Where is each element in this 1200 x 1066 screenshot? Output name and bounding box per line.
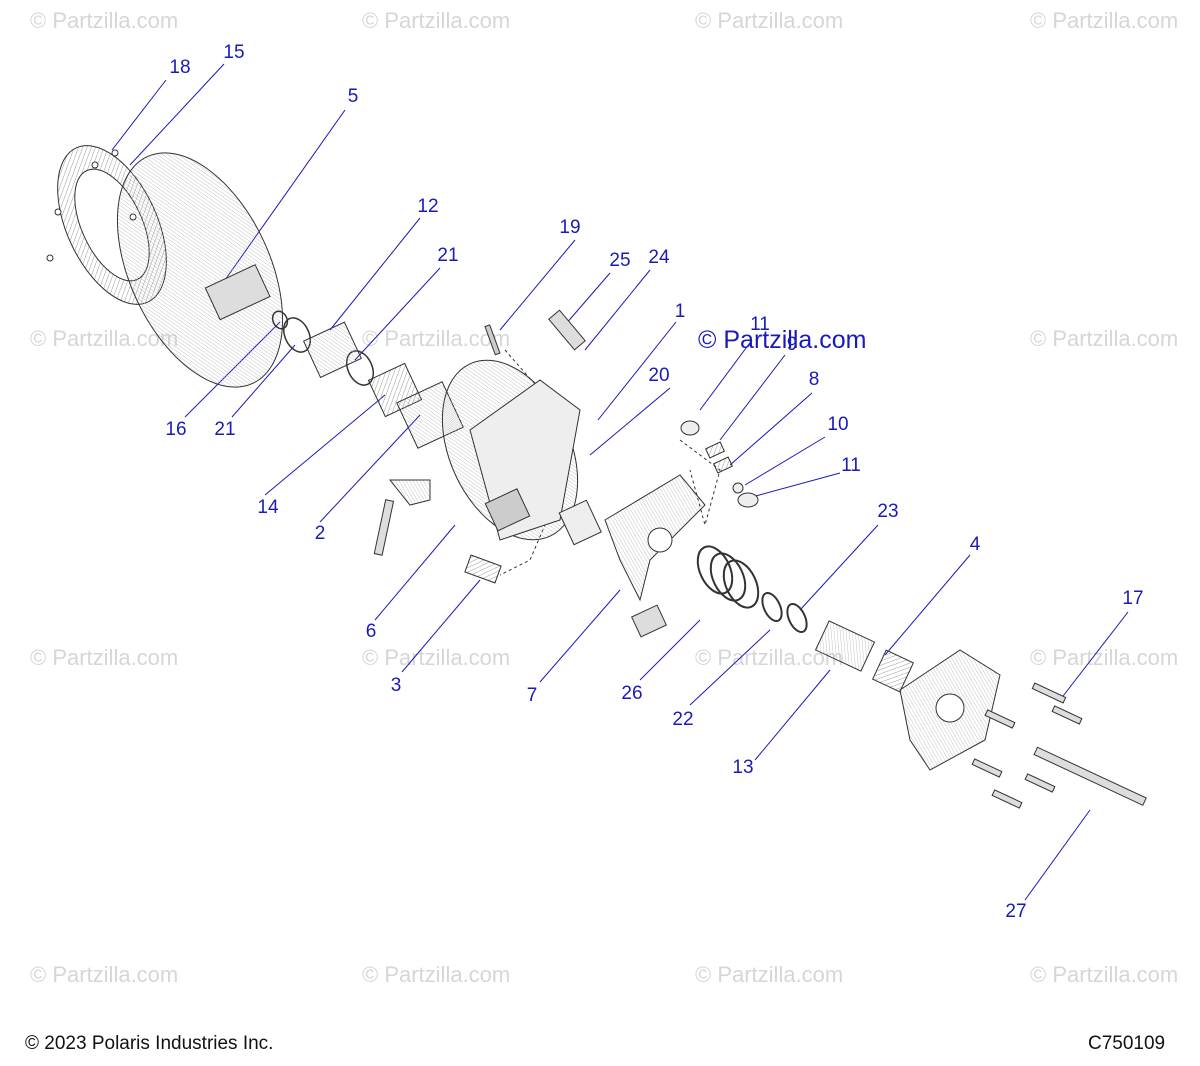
callout-20: 20 [648, 365, 670, 386]
callout-18: 18 [169, 57, 191, 78]
watermark-text: © Partzilla.com [362, 962, 511, 987]
callout-4: 4 [969, 534, 981, 555]
spider-plate [899, 649, 1001, 771]
spring [696, 545, 760, 609]
footer-copyright: © 2023 Polaris Industries Inc. [25, 1033, 274, 1054]
callout-25: 25 [609, 250, 631, 271]
callout-22: 22 [672, 709, 694, 730]
sheave-assembly [46, 145, 284, 388]
callout-16: 16 [165, 419, 187, 440]
shaft-and-bushing [814, 620, 915, 693]
watermark-text: © Partzilla.com [1030, 962, 1179, 987]
watermark-center: © Partzilla.com [698, 326, 867, 354]
watermark-text: © Partzilla.com [30, 8, 179, 33]
callout-21: 21 [437, 245, 459, 266]
washers [761, 591, 808, 634]
callout-1: 1 [674, 301, 686, 322]
callout-13: 13 [732, 757, 754, 778]
callout-7: 7 [526, 685, 538, 706]
callout-15: 15 [223, 42, 245, 63]
callout-5: 5 [347, 86, 359, 107]
callout-10: 10 [827, 414, 849, 435]
callout-19: 19 [559, 217, 581, 238]
spider-housing [441, 309, 586, 541]
callout-26: 26 [621, 683, 643, 704]
bushings [302, 321, 464, 449]
callout-11: 11 [841, 455, 861, 476]
callout-27: 27 [1005, 901, 1027, 922]
watermark-text: © Partzilla.com [1030, 326, 1179, 351]
watermark-text: © Partzilla.com [362, 645, 511, 670]
leader-lines [111, 63, 1129, 901]
watermark-text: © Partzilla.com [695, 962, 844, 987]
callout-23: 23 [877, 501, 899, 522]
watermark-text: © Partzilla.com [362, 326, 511, 351]
callout-21: 21 [214, 419, 236, 440]
watermark-text: © Partzilla.com [695, 8, 844, 33]
small-buttons [680, 420, 759, 508]
footer-diagram-code: C750109 [1088, 1033, 1166, 1054]
callout-17: 17 [1122, 588, 1144, 609]
watermark-text: © Partzilla.com [1030, 645, 1179, 670]
dashed-guides [499, 349, 721, 576]
callout-12: 12 [417, 196, 439, 217]
watermark-text: © Partzilla.com [362, 8, 511, 33]
bolts [971, 682, 1147, 809]
callout-14: 14 [257, 497, 279, 518]
callout-8: 8 [808, 369, 820, 390]
callout-24: 24 [648, 247, 670, 268]
callout-11: 11 [750, 314, 770, 335]
callout-6: 6 [365, 621, 377, 642]
callout-3: 3 [390, 675, 402, 696]
watermark-text: © Partzilla.com [1030, 8, 1179, 33]
callout-2: 2 [314, 523, 326, 544]
callout-9: 9 [786, 334, 798, 355]
bracket [558, 474, 706, 638]
roller-arm [373, 479, 502, 584]
watermark-text: © Partzilla.com [30, 645, 179, 670]
watermark-text: © Partzilla.com [30, 962, 179, 987]
